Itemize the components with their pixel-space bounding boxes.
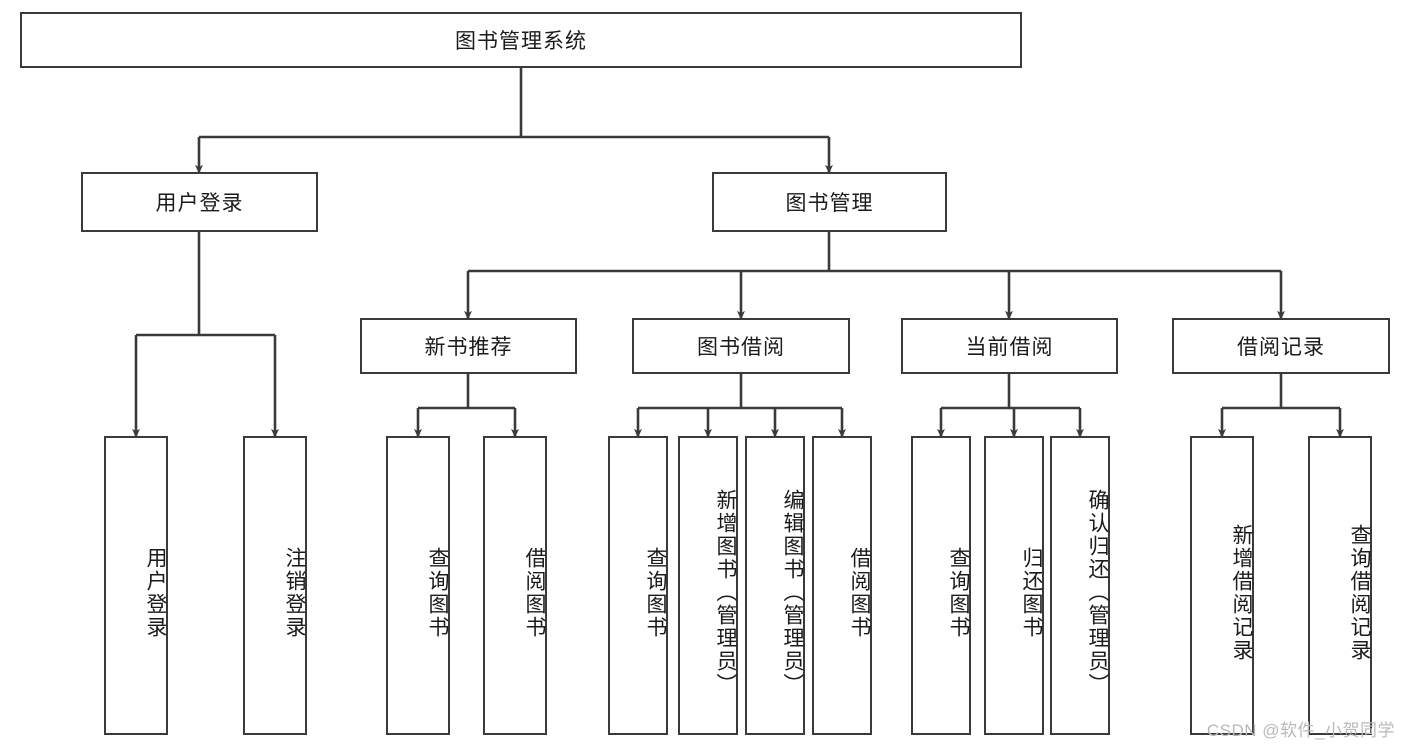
- node-label: 查询图书: [947, 546, 970, 639]
- node-label: 新书推荐: [424, 336, 513, 359]
- node-label: 当前借阅: [965, 336, 1054, 359]
- node-label: 查询图书: [644, 546, 667, 639]
- node-label: 用户登录: [144, 546, 167, 639]
- node-label: 借阅图书: [848, 546, 871, 639]
- node-leaf-borrow-book-1[interactable]: 借阅图书: [483, 436, 547, 735]
- node-leaf-edit-book-admin[interactable]: 编辑图书（管理员）: [745, 436, 805, 735]
- node-label: 图书管理: [785, 192, 874, 215]
- node-leaf-return-book[interactable]: 归还图书: [984, 436, 1044, 735]
- node-leaf-user-login[interactable]: 用户登录: [104, 436, 168, 735]
- node-leaf-borrow-book-2[interactable]: 借阅图书: [812, 436, 872, 735]
- node-label: 编辑图书（管理员）: [781, 489, 804, 696]
- node-leaf-query-book-1[interactable]: 查询图书: [386, 436, 450, 735]
- node-book-management[interactable]: 图书管理: [712, 172, 947, 232]
- node-label: 图书管理系统: [455, 30, 587, 53]
- node-borrow-record[interactable]: 借阅记录: [1172, 318, 1390, 374]
- node-label: 新增借阅记录: [1230, 523, 1253, 662]
- watermark-text: CSDN @软件_小贺同学: [1206, 721, 1395, 740]
- node-label: 用户登录: [155, 192, 244, 215]
- node-label: 归还图书: [1020, 546, 1043, 639]
- node-leaf-add-borrow-record[interactable]: 新增借阅记录: [1190, 436, 1254, 735]
- node-label: 新增图书（管理员）: [714, 489, 737, 696]
- node-label: 借阅图书: [523, 546, 546, 639]
- node-leaf-add-book-admin[interactable]: 新增图书（管理员）: [678, 436, 738, 735]
- node-user-login[interactable]: 用户登录: [81, 172, 318, 232]
- node-label: 确认归还（管理员）: [1086, 489, 1109, 696]
- node-book-borrow[interactable]: 图书借阅: [632, 318, 850, 374]
- node-label: 查询借阅记录: [1348, 523, 1371, 662]
- node-label: 注销登录: [283, 546, 306, 639]
- node-label: 图书借阅: [697, 336, 785, 359]
- node-current-borrow[interactable]: 当前借阅: [901, 318, 1118, 374]
- node-leaf-user-logout[interactable]: 注销登录: [243, 436, 307, 735]
- node-leaf-query-book-2[interactable]: 查询图书: [608, 436, 668, 735]
- node-root-book-management-system[interactable]: 图书管理系统: [20, 12, 1022, 68]
- node-leaf-query-book-3[interactable]: 查询图书: [911, 436, 971, 735]
- node-label: 查询图书: [426, 546, 449, 639]
- node-leaf-query-borrow-record[interactable]: 查询借阅记录: [1308, 436, 1372, 735]
- node-label: 借阅记录: [1237, 336, 1325, 359]
- node-new-book-recommend[interactable]: 新书推荐: [360, 318, 577, 374]
- node-leaf-confirm-return-admin[interactable]: 确认归还（管理员）: [1050, 436, 1110, 735]
